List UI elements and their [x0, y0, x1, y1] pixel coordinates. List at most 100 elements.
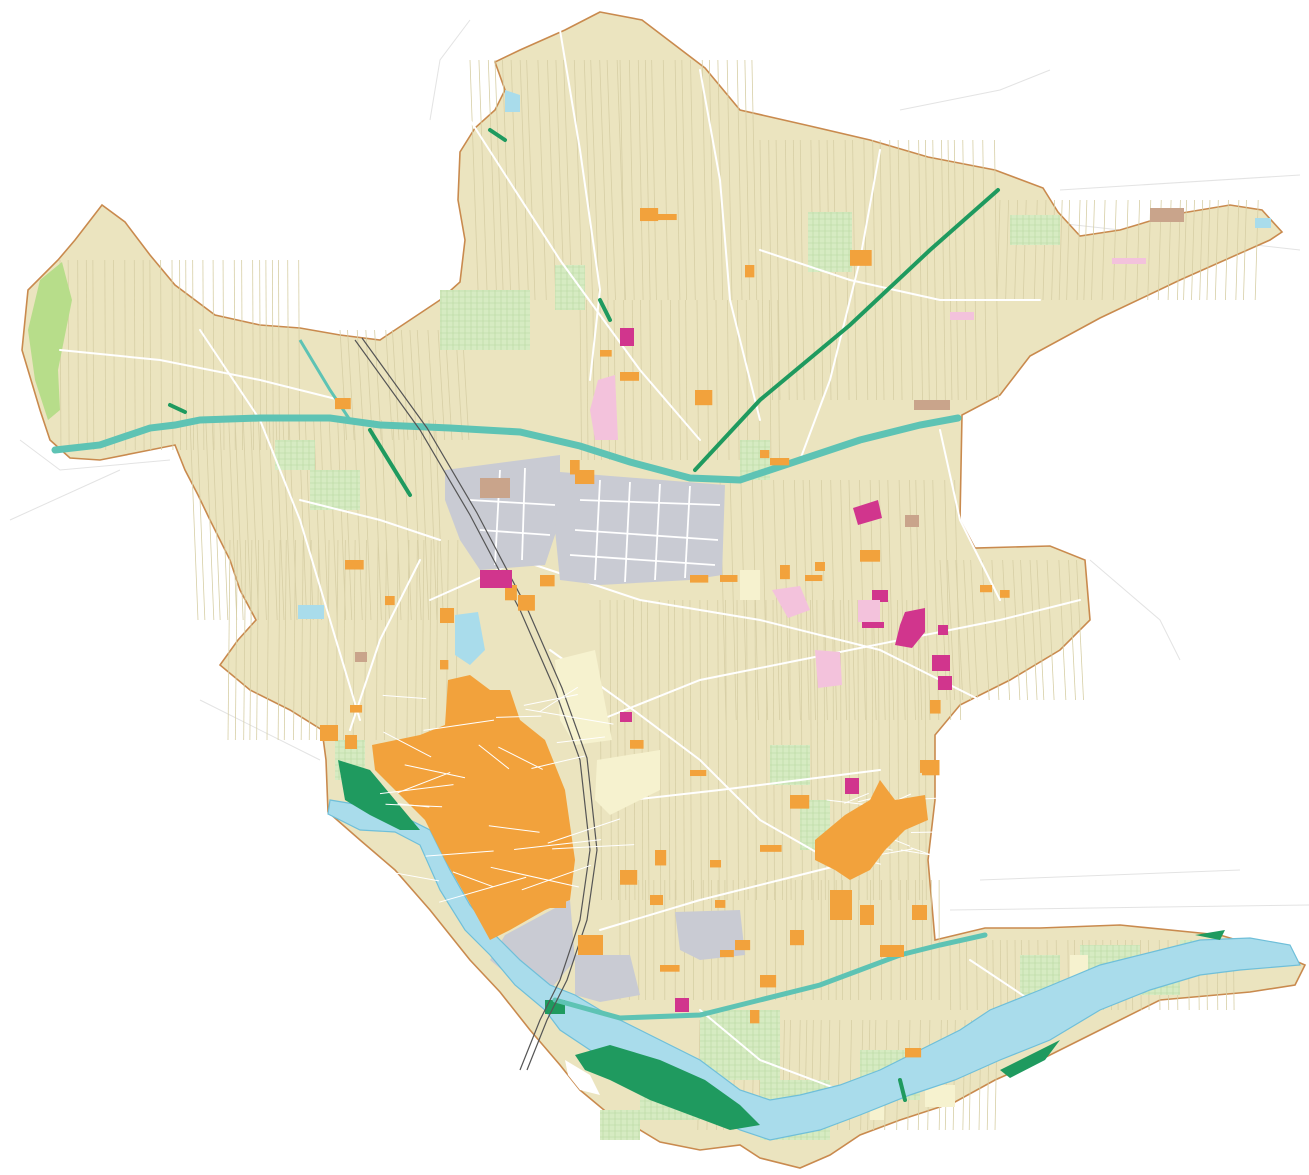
parcel-line — [674, 599, 677, 901]
parcel-line — [682, 599, 685, 901]
parcel-line — [1124, 199, 1129, 301]
parcel-line — [678, 299, 681, 461]
parcel-line — [616, 599, 619, 901]
settlement-plot — [540, 575, 555, 587]
parcel-line — [640, 599, 644, 901]
parcel-line — [757, 299, 761, 461]
road-network — [59, 29, 1081, 1091]
settlement-plot — [335, 398, 351, 410]
parcel-line — [171, 259, 174, 451]
parcel-line — [918, 139, 923, 401]
parcel-line — [1091, 199, 1095, 301]
parcel-line — [343, 419, 353, 621]
parcel-line — [384, 539, 387, 741]
road — [699, 69, 761, 421]
parcel-line — [689, 599, 692, 901]
settlement-plot — [805, 575, 823, 582]
parcel-line — [573, 59, 584, 301]
parcel-line — [840, 479, 848, 721]
parcel-line — [637, 59, 644, 301]
parcel-line — [701, 59, 708, 301]
parcel-line — [986, 939, 988, 1011]
parcel-line — [1183, 199, 1187, 301]
settlement-plot — [620, 372, 640, 381]
road — [199, 329, 361, 721]
parcel-line — [392, 419, 402, 621]
parcel-line — [77, 259, 80, 451]
ponds — [298, 90, 1271, 665]
settlement-plot — [790, 795, 810, 809]
settlement-plot — [650, 895, 663, 906]
parcel-line — [487, 59, 498, 301]
street — [910, 831, 939, 833]
settlement-plot — [720, 950, 734, 958]
parcel-line — [563, 59, 573, 301]
settlement-plot — [505, 585, 517, 601]
parcel-line — [729, 479, 737, 721]
settlement-plot — [660, 965, 680, 972]
street — [552, 844, 635, 850]
parcel-line — [1254, 199, 1259, 301]
parcel-line — [250, 419, 260, 621]
pale-yellow-zones — [555, 570, 1088, 1120]
parcel-line — [736, 599, 739, 901]
parcel-line — [674, 59, 681, 301]
settlement-plot — [570, 460, 580, 475]
parcel-line — [211, 419, 221, 621]
parcel-line — [189, 419, 199, 621]
parcel-line — [308, 539, 312, 741]
parcel-line — [149, 259, 152, 451]
street — [404, 764, 466, 779]
parcel-line — [469, 59, 479, 301]
road — [939, 429, 1001, 601]
parcel-line — [994, 139, 999, 401]
parcel-line — [887, 479, 895, 721]
parcel-line — [1066, 199, 1071, 301]
parcel-line — [1191, 199, 1195, 301]
parcel-line — [160, 259, 162, 451]
street — [439, 876, 527, 903]
parcel-line — [759, 139, 765, 401]
parcel-line — [478, 59, 488, 301]
special-pink-zones — [590, 258, 1146, 688]
parcel-line — [1206, 199, 1211, 301]
parcel-line — [266, 539, 270, 741]
parcel-line — [242, 419, 252, 621]
parcel-line — [1076, 559, 1084, 701]
settlement-plot — [440, 660, 449, 670]
street — [521, 864, 592, 891]
parcel-line — [406, 539, 410, 741]
parcel-line — [681, 59, 688, 301]
road — [629, 769, 881, 801]
parcel-line — [434, 419, 444, 621]
parcel-line — [427, 329, 435, 441]
parcel-line — [897, 599, 900, 901]
parcel-line — [737, 299, 740, 461]
street — [826, 799, 866, 806]
settlement-plot — [735, 940, 751, 951]
parcel-line — [412, 419, 422, 621]
parcel-line — [966, 939, 968, 1011]
settlement-plot — [518, 595, 535, 611]
parcel-line — [537, 59, 547, 301]
agricultural-parcels — [59, 59, 1259, 1131]
parcel-line — [784, 139, 790, 401]
settlement-plot — [850, 250, 872, 266]
parcel-line — [736, 59, 743, 301]
parcel-line — [777, 299, 780, 461]
river-island-light — [565, 1060, 600, 1095]
parcel-line — [972, 139, 978, 401]
parcel-line — [142, 259, 145, 451]
parcel-line — [385, 329, 393, 441]
street — [498, 746, 543, 770]
parcel-line — [640, 299, 643, 461]
parcel-line — [606, 59, 616, 301]
parcel-line — [326, 539, 330, 741]
parcel-line — [583, 59, 594, 301]
settlement-plot — [905, 1048, 922, 1058]
parcel-line — [879, 139, 885, 401]
street — [531, 755, 585, 769]
parcel-line — [982, 139, 988, 401]
parcel-line — [773, 479, 781, 721]
